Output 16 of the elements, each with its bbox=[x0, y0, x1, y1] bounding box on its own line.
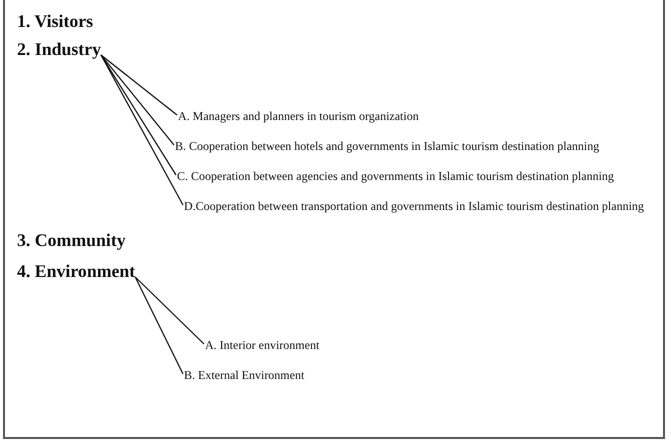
subcategory-label: B. Cooperation between hotels and governments in Islamic tourism destination planning bbox=[175, 139, 600, 153]
subcategory-label: C. Cooperation between agencies and governments in Islamic tourism destination planning bbox=[177, 169, 614, 183]
subcategory-label: D.Cooperation between transportation and governments in Islamic tourism destination planning bbox=[184, 199, 644, 213]
category-heading: 4. Environment bbox=[17, 262, 136, 281]
subcategory-label: B. External Environment bbox=[184, 368, 304, 382]
category-heading: 3. Community bbox=[17, 231, 126, 250]
category-heading: 2. Industry bbox=[17, 40, 101, 59]
connector-line bbox=[100, 54, 174, 146]
subcategory-label: A. Interior environment bbox=[205, 338, 320, 352]
connector-line bbox=[100, 54, 184, 206]
subcategory-label: A. Managers and planners in tourism organization bbox=[178, 109, 419, 123]
category-heading: 1. Visitors bbox=[17, 12, 94, 31]
connector-line bbox=[134, 276, 184, 374]
connector-line bbox=[100, 54, 178, 116]
connector-line bbox=[134, 276, 204, 344]
connector-line bbox=[100, 54, 176, 176]
